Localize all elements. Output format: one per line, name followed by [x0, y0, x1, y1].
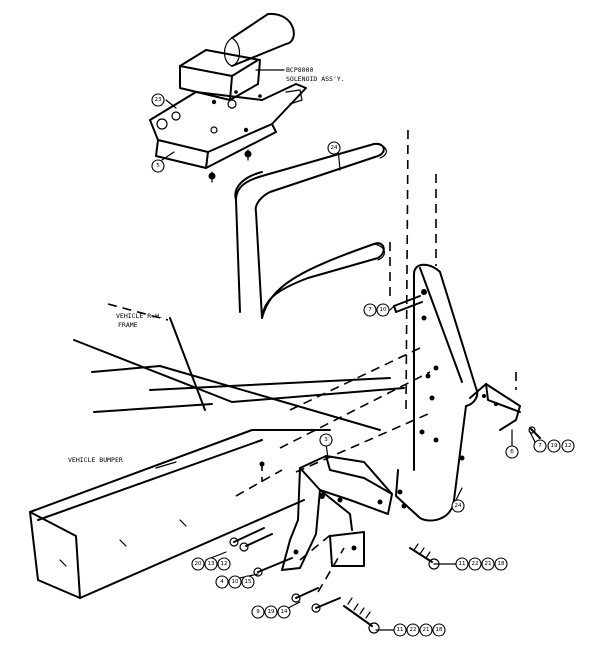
svg-text:5: 5: [156, 163, 160, 169]
callout-11b: 11: [393, 623, 407, 637]
svg-text:3: 3: [324, 437, 328, 443]
callout-7b: 7: [533, 439, 547, 453]
callout-12b: 12: [217, 557, 231, 571]
svg-text:7: 7: [538, 443, 542, 449]
svg-text:22: 22: [472, 561, 479, 567]
svg-text:21: 21: [485, 561, 492, 567]
callout-21a: 21: [481, 557, 495, 571]
svg-text:6: 6: [510, 449, 514, 455]
loop-handle: [234, 142, 387, 319]
callout-13: 13: [204, 557, 218, 571]
svg-text:14: 14: [281, 609, 288, 615]
svg-text:18: 18: [498, 561, 505, 567]
svg-text:18: 18: [436, 627, 443, 633]
callout-23: 23: [151, 93, 165, 107]
svg-text:12: 12: [565, 443, 572, 449]
solenoid-name-label: SOLENOID ASS'Y.: [286, 75, 345, 83]
callout-10b: 10: [228, 575, 242, 589]
svg-text:13: 13: [208, 561, 215, 567]
callout-24-top: 24: [327, 141, 341, 155]
svg-text:11: 11: [459, 561, 466, 567]
solenoid-assembly: [149, 12, 307, 183]
callout-14: 14: [277, 605, 291, 619]
callouts: 23 5 24 7 10 3 24 6 7 19 12 20 13 12 4 1…: [151, 93, 575, 637]
svg-text:21: 21: [423, 627, 430, 633]
svg-text:22: 22: [410, 627, 417, 633]
callout-10a: 10: [376, 303, 390, 317]
bumper-label: VEHICLE BUMPER: [68, 456, 123, 464]
bolts: [229, 295, 440, 634]
callout-22a: 22: [468, 557, 482, 571]
callout-4: 4: [215, 575, 229, 589]
alignment-lines: [235, 129, 517, 593]
callout-5: 5: [151, 159, 165, 173]
callout-22b: 22: [406, 623, 420, 637]
svg-text:24: 24: [331, 145, 338, 151]
callout-19a: 19: [547, 439, 561, 453]
svg-text:9: 9: [256, 609, 260, 615]
frame-label-line2: FRAME: [118, 321, 138, 329]
svg-text:24: 24: [455, 503, 462, 509]
callout-24-side: 24: [451, 499, 465, 513]
callout-7a: 7: [363, 303, 377, 317]
svg-text:23: 23: [155, 97, 162, 103]
hitch-receiver: [259, 455, 393, 571]
svg-text:19: 19: [268, 609, 275, 615]
callout-11a: 11: [455, 557, 469, 571]
svg-text:10: 10: [232, 579, 239, 585]
callout-18a: 18: [494, 557, 508, 571]
svg-text:10: 10: [380, 307, 387, 313]
vehicle-bumper: [29, 429, 331, 599]
callout-12a: 12: [561, 439, 575, 453]
callout-20: 20: [191, 557, 205, 571]
svg-text:12: 12: [221, 561, 228, 567]
callout-3: 3: [319, 433, 333, 447]
frame-label-line1: VEHICLE R.H.: [116, 312, 163, 320]
solenoid-part-label: BCP8000: [286, 66, 313, 74]
callout-9: 9: [251, 605, 265, 619]
svg-text:7: 7: [368, 307, 372, 313]
svg-text:20: 20: [195, 561, 202, 567]
svg-text:15: 15: [245, 579, 252, 585]
callout-21b: 21: [419, 623, 433, 637]
vehicle-frame: [73, 303, 405, 431]
text-labels: BCP8000 SOLENOID ASS'Y. VEHICLE R.H. FRA…: [68, 66, 345, 464]
callout-18b: 18: [432, 623, 446, 637]
callout-19b: 19: [264, 605, 278, 619]
svg-text:19: 19: [551, 443, 558, 449]
callout-15: 15: [241, 575, 255, 589]
svg-text:4: 4: [220, 579, 224, 585]
leader-lines: [161, 99, 537, 631]
svg-text:11: 11: [397, 627, 404, 633]
side-plate: [395, 263, 541, 522]
callout-6: 6: [505, 445, 519, 459]
